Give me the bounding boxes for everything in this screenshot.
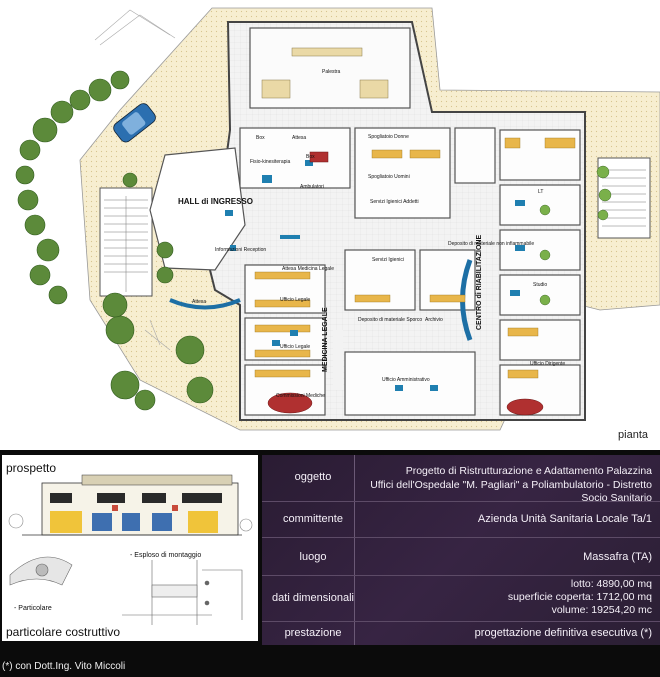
room-label-ambulatori: Ambulatori: [300, 184, 324, 190]
room-label-servizi-igienici-2: Servizi Igienici: [372, 257, 404, 263]
row-label-committente: committente: [283, 513, 343, 525]
esploso-label: - Esploso di montaggio: [130, 552, 202, 559]
prospetto-title: prospetto: [6, 461, 57, 475]
row-value-prestazione: progettazione definitiva esecutiva (*): [474, 627, 652, 639]
project-info-table: oggetto Progetto di Ristrutturazione e A…: [262, 455, 660, 645]
room-label-box-2: Box: [306, 154, 315, 160]
room-label-archivio: Archivio: [425, 317, 443, 323]
plan-title-pianta: pianta: [618, 429, 648, 441]
room-label-attesa: Attesa: [292, 135, 307, 141]
room-label-deposito-inf: Deposito di materiale non infiammabile: [448, 241, 535, 247]
facade-elevation: [8, 474, 253, 536]
row-value-volume: volume: 19254,20 mc: [551, 604, 652, 616]
room-label-attesa-2: Attesa: [192, 299, 207, 305]
row-value-oggetto-line1: Progetto di Ristrutturazione e Adattamen…: [405, 465, 652, 477]
room-label-studio: Studio: [533, 282, 548, 288]
particolare-label: - Particolare: [14, 605, 52, 612]
room-label-spogliatoio-uomini: Spogliatoio Uomini: [368, 174, 410, 180]
room-label-deposito: Deposito di materiale Sporco: [358, 317, 423, 323]
room-label-medicina-legale: MEDICINA LEGALE: [322, 307, 329, 372]
elevation-detail-drawing: [8, 474, 253, 625]
row-value-lotto: lotto: 4890,00 mq: [570, 578, 652, 590]
table-column-divider: [354, 455, 355, 645]
room-label-ufficio-dirigente: Ufficio Dirigente: [530, 361, 566, 367]
table-row-dati-dimensionali: dati dimensionali lotto: 4890,00 mq supe…: [262, 575, 660, 622]
row-value-oggetto-line2: Uffici dell'Ospedale "M. Pagliari" a Pol…: [370, 479, 652, 504]
room-label-servizi-igienici: Servizi Igienici Addetti: [370, 199, 419, 205]
row-value-luogo: Massafra (TA): [583, 551, 652, 563]
left-stair: [99, 187, 153, 297]
room-label-fisio: Fisio-kinesiterapia: [250, 159, 291, 165]
room-label-palestra: Palestra: [322, 69, 341, 75]
particolare-title: particolare costruttivo: [6, 625, 121, 639]
room-label-informazioni: Informazioni Reception: [215, 247, 267, 253]
room-label-ufficio-legale-2: Ufficio Legale: [280, 344, 311, 350]
credit-note: (*) con Dott.Ing. Vito Miccoli: [2, 661, 126, 672]
room-label-ufficio-amministrativo: Ufficio Amministrativo: [382, 377, 430, 383]
trees: [15, 70, 214, 411]
room-label-spogliatoio-donne: Spogliatoio Donne: [368, 134, 409, 140]
floor-plan-drawing: [15, 7, 660, 431]
elevation-detail-panel: prospetto particolare costruttivo - Espl…: [2, 455, 258, 641]
room-label-box: Box: [256, 135, 265, 141]
row-label-luogo: luogo: [299, 551, 327, 563]
table-row-oggetto: oggetto Progetto di Ristrutturazione e A…: [262, 455, 660, 504]
table-row-committente: committente Azienda Unità Sanitaria Loca…: [262, 501, 660, 538]
row-label-oggetto: oggetto: [294, 471, 332, 483]
row-label-prestazione: prestazione: [284, 627, 342, 639]
hall-ingresso: [149, 147, 246, 271]
row-label-dati: dati dimensionali: [272, 592, 354, 604]
row-value-committente: Azienda Unità Sanitaria Locale Ta/1: [477, 513, 652, 525]
room-label-commissioni: Commissioni Mediche: [276, 393, 325, 399]
floor-plan-panel: Palestra Box Attesa Fisio-kinesiterapia …: [0, 0, 660, 450]
room-label-ufficio-legale: Ufficio Legale: [280, 297, 311, 303]
car-icon: [113, 103, 156, 143]
row-value-superficie: superficie coperta: 1712,00 mq: [507, 591, 652, 603]
room-label-lt: LT: [538, 189, 544, 195]
table-row-luogo: luogo Massafra (TA): [262, 537, 660, 576]
room-label-attesa-medicina: Attesa Medicina Legale: [282, 266, 334, 272]
construction-detail: [9, 556, 243, 625]
room-label-centro-riabilitazione: CENTRO di RIABILITAZIONE: [476, 234, 483, 330]
table-row-prestazione: prestazione progettazione definitiva ese…: [262, 621, 660, 645]
room-label-hall: HALL di INGRESSO: [178, 197, 253, 206]
